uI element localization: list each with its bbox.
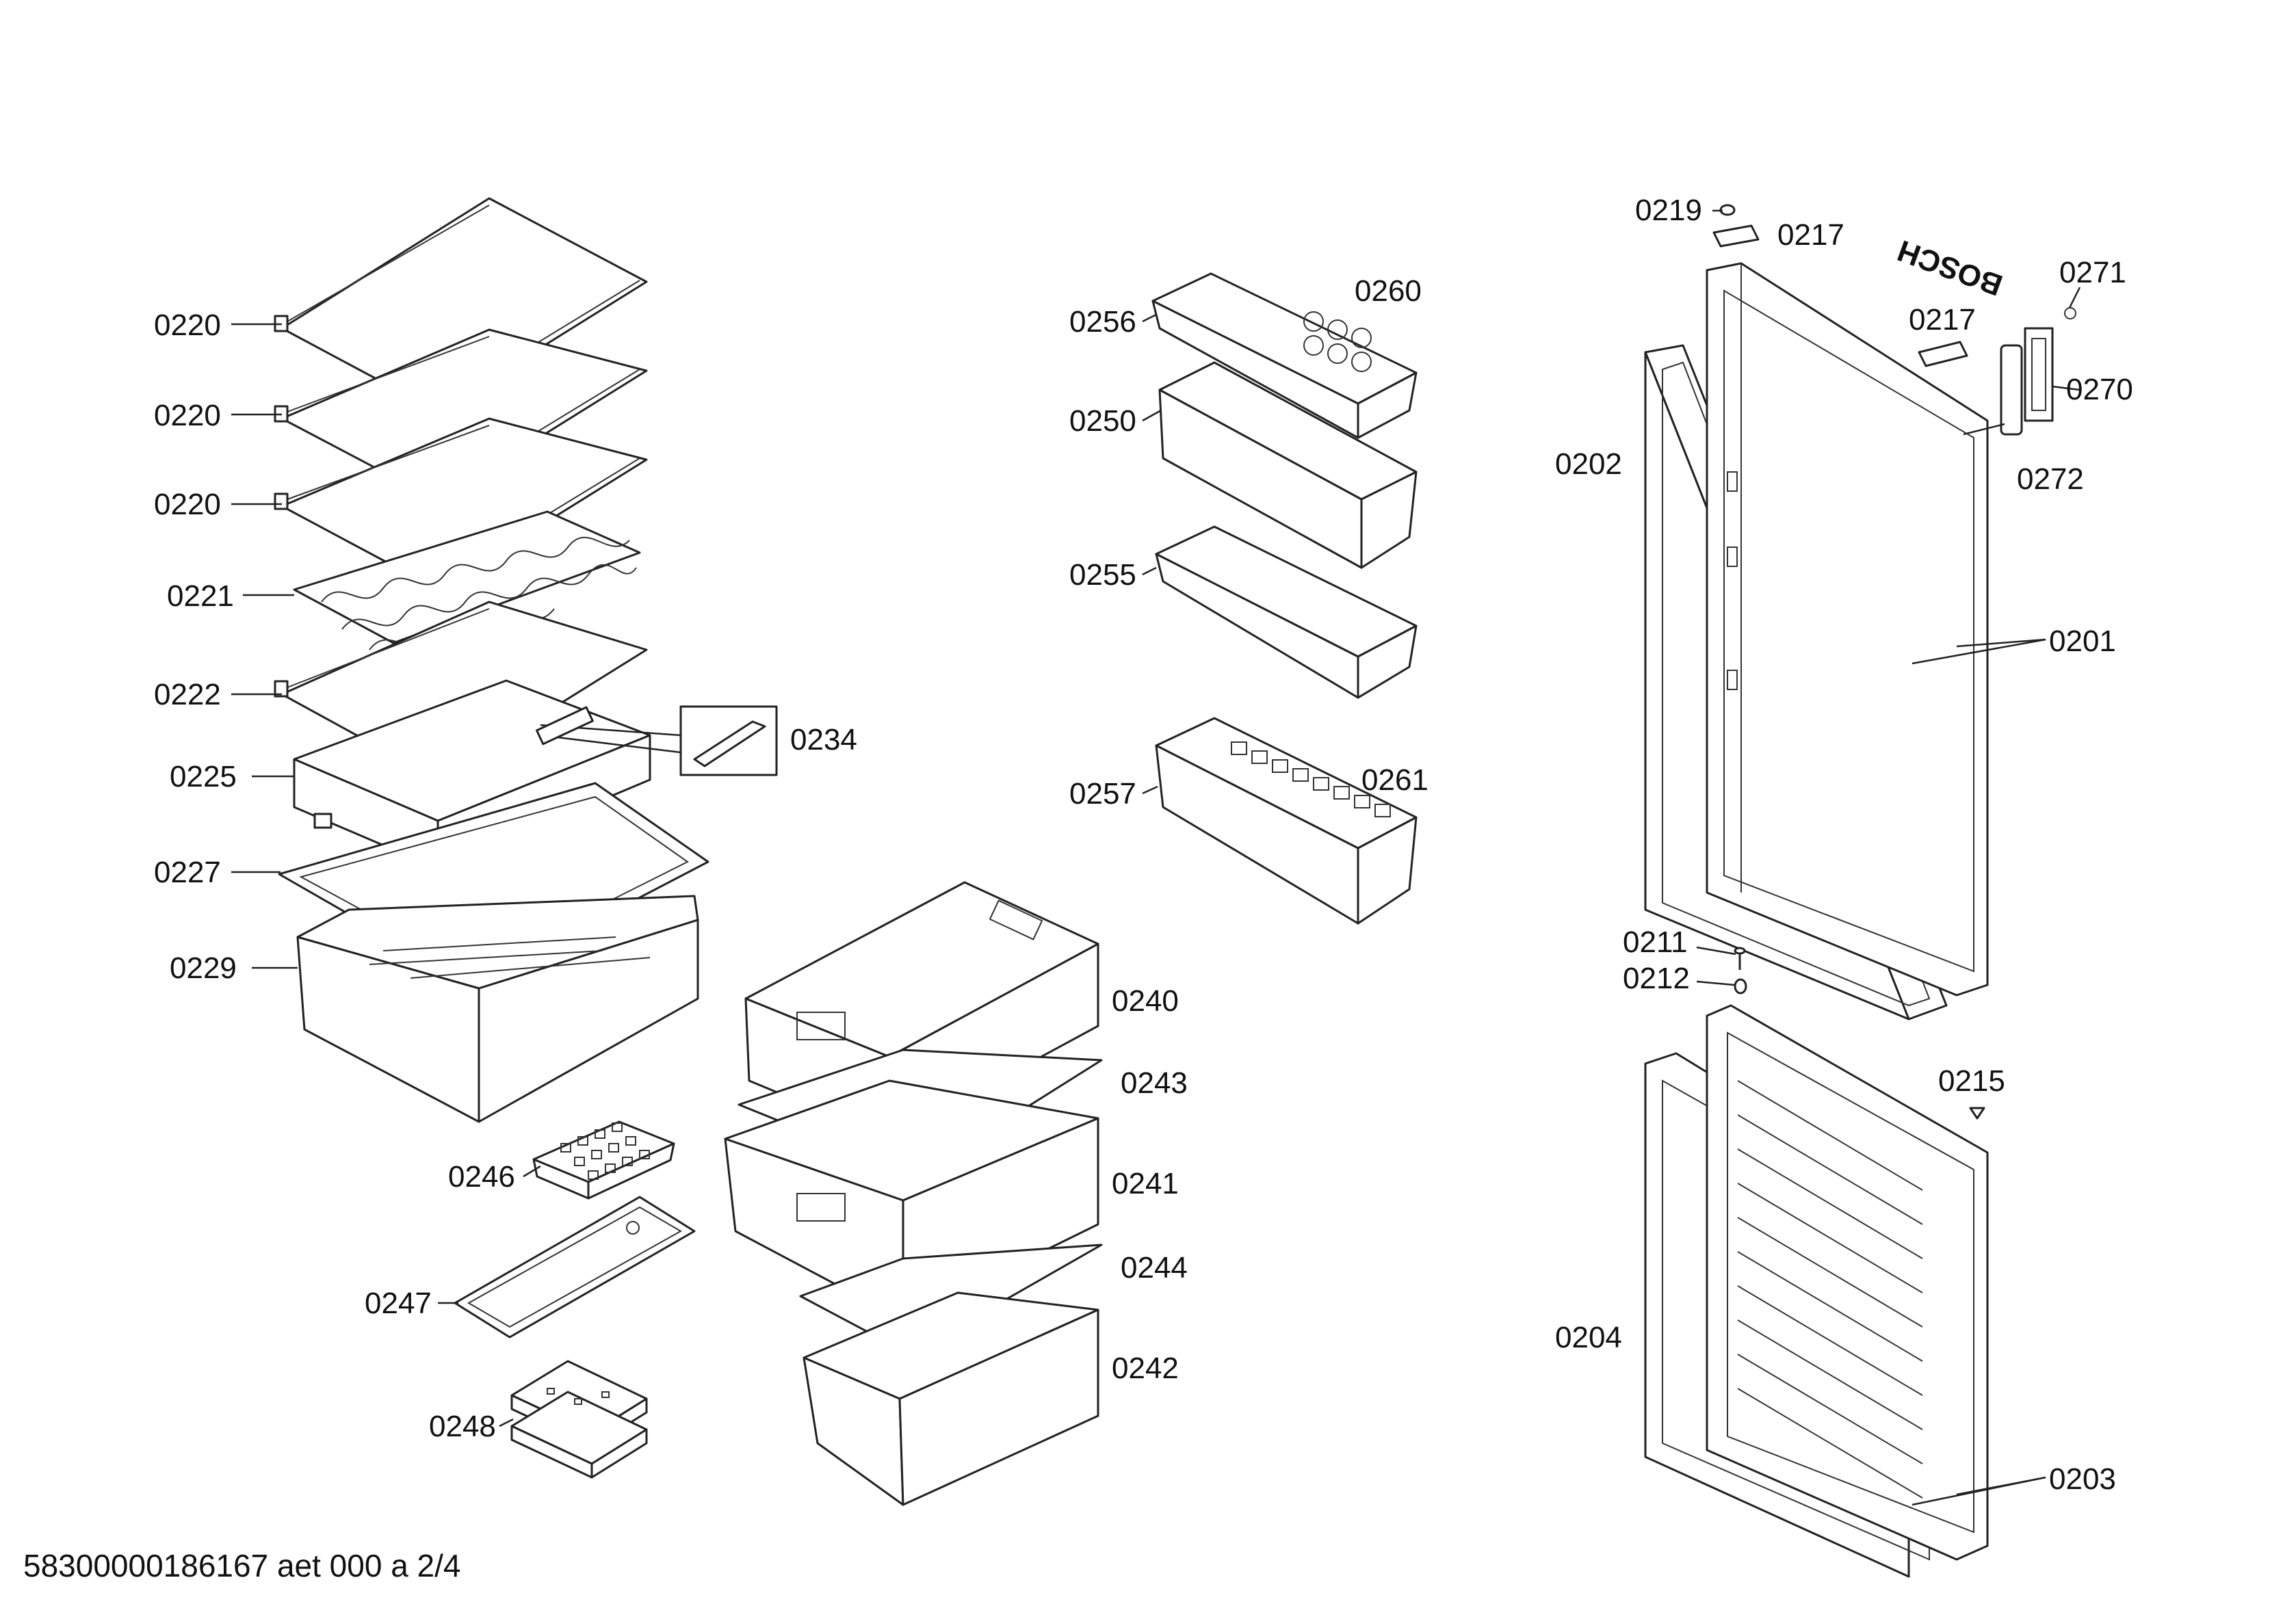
label-0202: 0202 — [1555, 447, 1622, 481]
document-id-footer: 58300000186167 aet 000 a 2/4 — [23, 1548, 461, 1583]
ice-cube-tray — [532, 1120, 675, 1200]
hinge-cover-left — [1712, 224, 1760, 248]
label-0234: 0234 — [790, 723, 857, 756]
label-0201: 0201 — [2049, 624, 2116, 658]
label-0220-c: 0220 — [154, 488, 221, 521]
svg-text:BOSCH: BOSCH — [1893, 233, 2007, 302]
label-0257: 0257 — [1069, 777, 1136, 811]
handle-bracket-0270 — [2024, 327, 2054, 422]
label-0247: 0247 — [365, 1287, 432, 1320]
leader-lines — [231, 209, 2081, 1506]
screw-0215 — [1969, 1107, 1985, 1120]
label-0241: 0241 — [1112, 1167, 1179, 1200]
label-0240: 0240 — [1112, 984, 1179, 1018]
label-0248: 0248 — [429, 1410, 496, 1443]
door-balcony-0256 — [1151, 272, 1418, 439]
label-0270: 0270 — [2066, 373, 2133, 406]
label-0217-a: 0217 — [1777, 218, 1844, 252]
hinge-cover-right — [1918, 341, 1968, 367]
label-0242: 0242 — [1112, 1352, 1179, 1385]
label-0211: 0211 — [1623, 925, 1688, 959]
label-0243: 0243 — [1121, 1066, 1188, 1100]
freezer-drawer-bottom — [803, 1291, 1099, 1506]
label-0215: 0215 — [1938, 1064, 2005, 1098]
label-0222: 0222 — [154, 678, 221, 711]
door-balcony-0257 — [1155, 717, 1418, 925]
freezer-door — [1706, 1004, 1989, 1561]
label-0271: 0271 — [2059, 256, 2126, 289]
door-balcony-0255 — [1155, 525, 1418, 699]
label-0225: 0225 — [170, 760, 237, 793]
label-0219: 0219 — [1635, 194, 1702, 227]
fridge-door — [1706, 262, 1989, 997]
label-0272: 0272 — [2017, 462, 2084, 496]
label-0220-b: 0220 — [154, 399, 221, 432]
label-0250: 0250 — [1069, 404, 1136, 438]
crisper-drawer — [296, 895, 699, 1123]
label-0244: 0244 — [1121, 1251, 1188, 1285]
label-0220-a: 0220 — [154, 308, 221, 342]
label-0212: 0212 — [1623, 962, 1690, 995]
handle-0272 — [2000, 344, 2023, 436]
profile-strip — [536, 705, 778, 776]
door-balcony-0250 — [1158, 361, 1418, 569]
label-0255: 0255 — [1069, 558, 1136, 592]
label-0221: 0221 — [167, 579, 234, 613]
label-0246: 0246 — [448, 1160, 515, 1194]
label-0203: 0203 — [2049, 1462, 2116, 1496]
label-0217-b: 0217 — [1909, 303, 1976, 337]
screw-0211 — [1734, 947, 1746, 970]
label-0227: 0227 — [154, 856, 221, 889]
label-0261: 0261 — [1361, 763, 1429, 797]
label-0260: 0260 — [1355, 274, 1422, 308]
bottle-rack — [293, 510, 641, 650]
label-0229: 0229 — [170, 951, 237, 985]
label-0204: 0204 — [1555, 1321, 1622, 1354]
part-labels: 0220 0220 0220 0221 0222 0225 0227 0229 … — [154, 194, 2133, 1496]
label-0256: 0256 — [1069, 305, 1136, 339]
ice-storage-tray — [454, 1196, 696, 1339]
nut-0212 — [1734, 978, 1747, 995]
cold-accumulator-packs — [510, 1360, 648, 1479]
